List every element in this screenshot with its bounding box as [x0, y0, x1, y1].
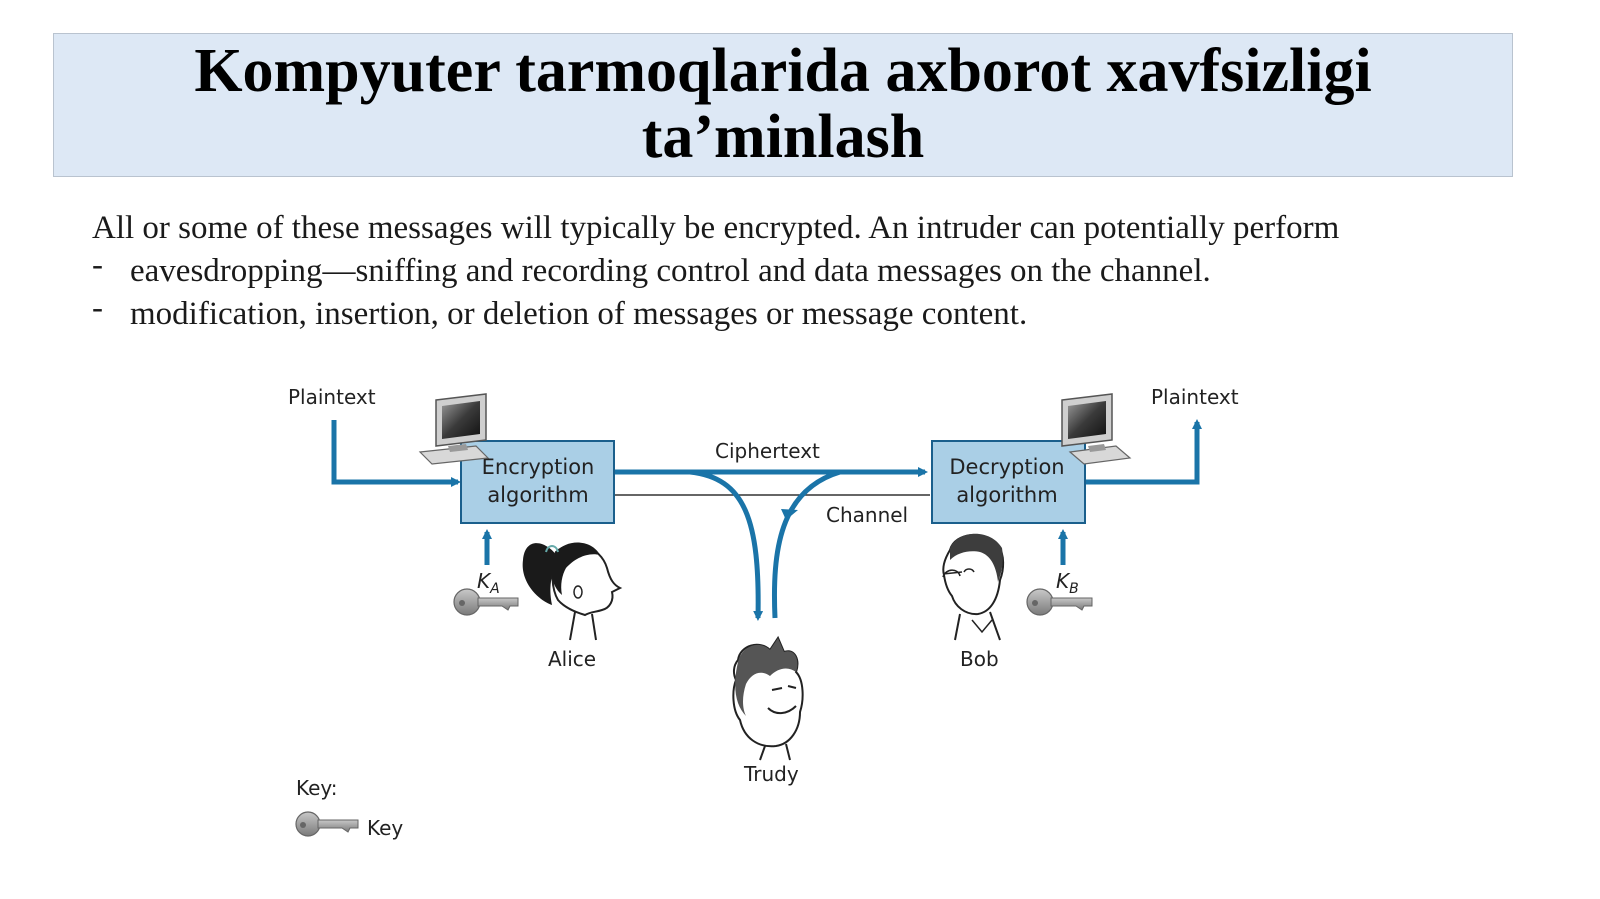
encryption-algorithm-box: [460, 440, 615, 524]
bullet-text: modification, insertion, or deletion of …: [130, 296, 1028, 332]
bullet-text: eavesdropping—sniffing and recording con…: [130, 253, 1211, 289]
encryption-label-line-1: Encryption: [482, 455, 595, 479]
bullet-marker: -: [92, 290, 103, 326]
decryption-algorithm-box: [931, 440, 1086, 524]
key-a-label: KA: [477, 569, 500, 597]
alice-figure: [522, 542, 623, 641]
plaintext-right-label: Plaintext: [1151, 385, 1239, 409]
intercept-up-arrow: [772, 469, 841, 619]
intercept-down-arrow: [689, 469, 764, 621]
bob-figure: [942, 533, 1005, 641]
bullet-item: - eavesdropping—sniffing and recording c…: [92, 247, 1572, 293]
bullet-marker: -: [92, 247, 103, 283]
trudy-label: Trudy: [743, 762, 799, 786]
slide-body: All or some of these messages will typic…: [92, 206, 1572, 336]
key-b-label: KB: [1056, 569, 1079, 597]
plaintext-left-label: Plaintext: [288, 385, 376, 409]
bullet-item: - modification, insertion, or deletion o…: [92, 290, 1572, 336]
decryption-label-line-1: Decryption: [949, 455, 1064, 479]
encryption-label-line-2: algorithm: [487, 483, 588, 507]
decryption-label-line-2: algorithm: [956, 483, 1057, 507]
channel-label: Channel: [826, 503, 908, 527]
legend-key-label: Key: [367, 816, 403, 840]
computer-icon: [418, 393, 490, 465]
plaintext-input-arrow: [331, 420, 461, 487]
intercept-up-arrowhead: [781, 509, 798, 520]
legend-title: Key:: [296, 776, 338, 800]
alice-label: Alice: [548, 647, 596, 671]
bob-label: Bob: [960, 647, 999, 671]
title-banner: Kompyuter tarmoqlarida axborot xavfsizli…: [53, 33, 1513, 177]
key-icon: [453, 588, 519, 616]
slide-title-line-2: ta’minlash: [641, 103, 925, 171]
key-icon: [1026, 588, 1093, 616]
slide-title-line-1: Kompyuter tarmoqlarida axborot xavfsizli…: [194, 37, 1372, 105]
plaintext-output-arrow: [1085, 419, 1202, 485]
intro-text: All or some of these messages will typic…: [92, 210, 1340, 246]
ciphertext-label: Ciphertext: [715, 439, 820, 463]
trudy-figure: [732, 635, 804, 761]
computer-icon: [1061, 393, 1132, 465]
key-icon: [295, 811, 359, 837]
